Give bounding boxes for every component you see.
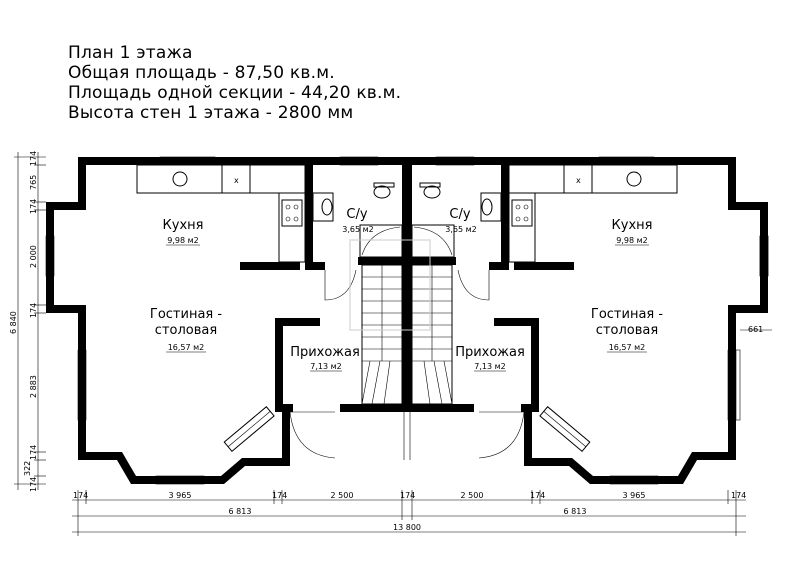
hall-left-name: Прихожая bbox=[290, 345, 360, 360]
sink-icon bbox=[172, 171, 188, 187]
dim-b3: 174 bbox=[272, 491, 287, 500]
dim-half-left: 6 813 bbox=[229, 507, 252, 516]
left-hall-top-wall bbox=[275, 318, 320, 326]
dim-half-right: 6 813 bbox=[564, 507, 587, 516]
kitchen-counter-side bbox=[278, 192, 306, 263]
total-area-line: Общая площадь - 87,50 кв.м. bbox=[68, 63, 335, 83]
wall-height-line: Высота стен 1 этажа - 2800 мм bbox=[68, 103, 354, 123]
left-dimensions: 174 765 174 2 000 174 2 883 174 322 174 … bbox=[9, 151, 46, 492]
dim-b6: 2 500 bbox=[461, 491, 484, 500]
bath-right-area: 3,65 м2 bbox=[445, 225, 476, 234]
living-left-area: 16,57 м2 bbox=[168, 343, 205, 352]
living-left-name-2: столовая bbox=[155, 323, 217, 338]
kitchen-right-name: Кухня bbox=[612, 218, 653, 233]
center-party-wall bbox=[402, 157, 412, 412]
dim-l3: 174 bbox=[29, 199, 38, 214]
room-labels: Кухня 9,98 м2 Кухня 9,98 м2 С/у 3,65 м2 … bbox=[150, 207, 663, 372]
dim-l2: 765 bbox=[29, 175, 38, 190]
dim-b2: 3 965 bbox=[169, 491, 192, 500]
kitchen-left-name: Кухня bbox=[163, 218, 204, 233]
dim-l1: 174 bbox=[29, 151, 38, 166]
left-stair-bottom-wall bbox=[340, 404, 410, 412]
dim-l5: 174 bbox=[29, 303, 38, 318]
left-hall-west-wall bbox=[275, 318, 283, 412]
sink-mark: x bbox=[234, 176, 239, 185]
left-bath-wall bbox=[305, 165, 313, 270]
hall-right-name: Прихожая bbox=[455, 345, 525, 360]
dim-total: 13 800 bbox=[393, 523, 421, 532]
living-right-name-1: Гостиная - bbox=[591, 307, 663, 322]
living-right-name-2: столовая bbox=[596, 323, 658, 338]
dim-b4: 2 500 bbox=[331, 491, 354, 500]
dim-b7: 174 bbox=[530, 491, 545, 500]
right-bay-dimension: 661 bbox=[740, 325, 772, 334]
left-west-bay-bottom bbox=[46, 305, 86, 313]
watermark-logo bbox=[349, 239, 431, 331]
left-west-bay-top bbox=[46, 202, 86, 305]
living-right-area: 16,57 м2 bbox=[609, 343, 646, 352]
dim-l4: 2 000 bbox=[29, 245, 38, 268]
door-swing bbox=[324, 269, 357, 301]
bath-left-area: 3,65 м2 bbox=[342, 225, 373, 234]
left-fixtures bbox=[45, 156, 403, 485]
dim-l6: 2 883 bbox=[29, 375, 38, 398]
left-stair-top-wall bbox=[358, 257, 410, 265]
hall-right-area: 7,13 м2 bbox=[474, 362, 505, 371]
sink-mark: x bbox=[576, 176, 581, 185]
left-kitchen-partition bbox=[240, 262, 300, 270]
toilet-icon bbox=[373, 185, 391, 199]
dim-l7: 174 bbox=[29, 445, 38, 460]
bath-left-name: С/у bbox=[346, 207, 367, 222]
stove-icon bbox=[281, 199, 303, 227]
kitchen-counter bbox=[136, 164, 306, 194]
dim-b1: 174 bbox=[73, 491, 88, 500]
kitchen-left-area: 9,98 м2 bbox=[167, 236, 198, 245]
dim-l8: 322 bbox=[23, 461, 32, 476]
hall-left-area: 7,13 м2 bbox=[310, 362, 341, 371]
left-outer-wall bbox=[78, 157, 410, 202]
dim-b8: 3 965 bbox=[623, 491, 646, 500]
left-bath-stub bbox=[305, 262, 325, 270]
washbasin-icon bbox=[312, 192, 334, 222]
section-area-line: Площадь одной секции - 44,20 кв.м. bbox=[68, 83, 402, 103]
left-south-wall bbox=[78, 452, 282, 484]
plan-title: План 1 этажа bbox=[68, 43, 193, 63]
living-left-name-1: Гостиная - bbox=[150, 307, 222, 322]
dim-height-total: 6 840 bbox=[9, 311, 18, 334]
dim-bay: 661 bbox=[748, 325, 763, 334]
kitchen-right-area: 9,98 м2 bbox=[616, 236, 647, 245]
bath-right-name: С/у bbox=[449, 207, 470, 222]
left-hall-post bbox=[282, 412, 290, 466]
left-hall-stub bbox=[283, 404, 293, 412]
dim-b9: 174 bbox=[731, 491, 746, 500]
bottom-dimensions: 174 3 965 174 2 500 174 2 500 174 3 965 … bbox=[72, 490, 746, 536]
entrance-door bbox=[289, 411, 336, 459]
dim-l9: 174 bbox=[29, 477, 38, 492]
dim-b5: 174 bbox=[400, 491, 415, 500]
